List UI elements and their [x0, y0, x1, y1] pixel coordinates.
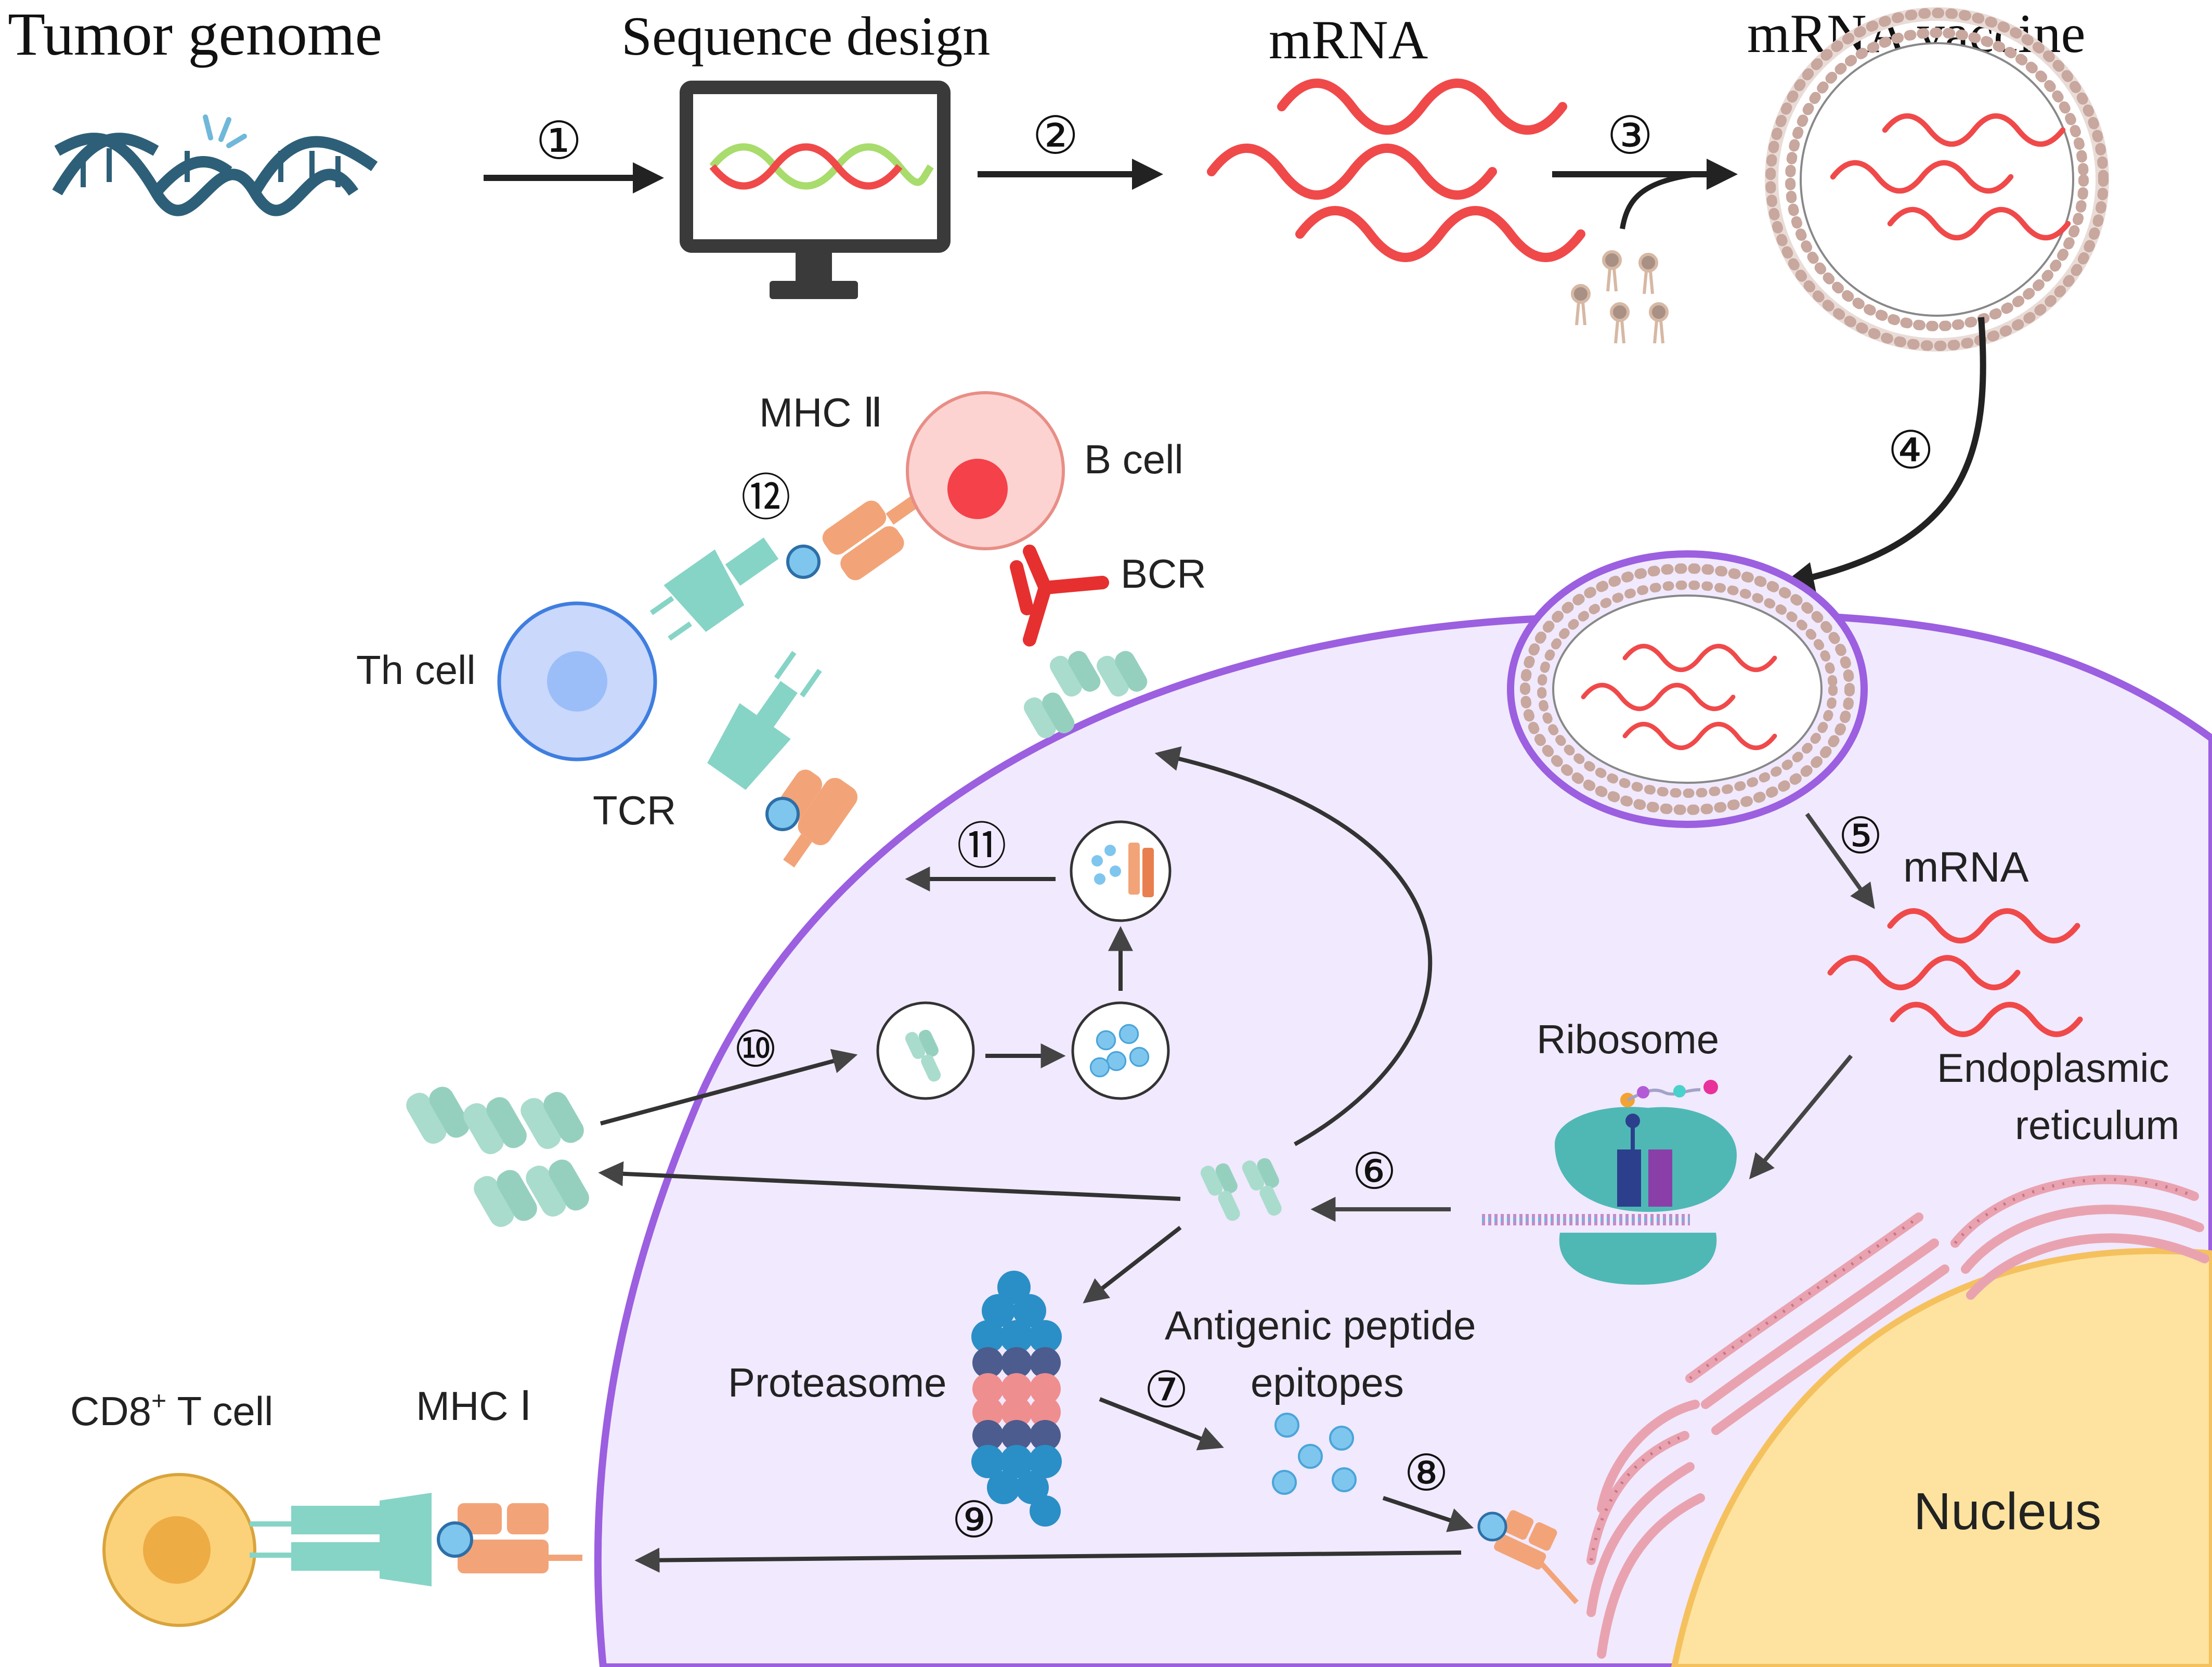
peptide-label-line2: epitopes: [1251, 1360, 1404, 1405]
bcr-label: BCR: [1121, 551, 1206, 597]
step-12-label: ⑫: [741, 469, 791, 527]
mhc-ii-label: MHC Ⅱ: [759, 390, 883, 435]
lipid-molecule-icon: [1571, 250, 1669, 344]
mhc-i-label: MHC Ⅰ: [416, 1383, 531, 1429]
arrow-step-4: [1782, 317, 1986, 593]
computer-monitor-icon: [680, 81, 951, 299]
dna-helix-icon: [52, 114, 378, 216]
step-11-label: ⑪: [957, 817, 1007, 875]
step-2-label: ②: [1032, 105, 1079, 166]
th-cell: [497, 601, 657, 761]
proteasome-icon: [971, 1271, 1062, 1527]
cd8-tcr: [250, 1493, 432, 1586]
stage-title-sequence-design: Sequence design: [621, 6, 990, 67]
er-label-line1: Endoplasmic: [1937, 1045, 2169, 1091]
er-label-line2: reticulum: [2015, 1102, 2179, 1148]
nucleus-label: Nucleus: [1914, 1482, 2101, 1541]
cd8-label-sup: +: [151, 1386, 166, 1415]
er-peptide: [1477, 1511, 1507, 1542]
arrow-step-5: [1805, 812, 1875, 909]
cd8-t-cell-label: CD8+ T cell: [70, 1386, 273, 1434]
t-cell-receptor-icon: [707, 651, 822, 790]
er-mhc-i: [1494, 1510, 1579, 1605]
step-4-label: ④: [1888, 420, 1934, 481]
stage-title-tumor-genome: Tumor genome: [8, 0, 382, 68]
ribosome-label: Ribosome: [1537, 1016, 1719, 1062]
stage-title-mrna: mRNA: [1269, 9, 1428, 70]
nucleus: [1671, 1248, 2212, 1667]
b-cell-label: B cell: [1084, 436, 1183, 482]
step-7-label: ⑦: [1144, 1361, 1189, 1419]
cd8-label-tail: T cell: [166, 1388, 273, 1434]
endosome-lnp: [1507, 550, 1868, 828]
th-tcr-upper: [649, 537, 779, 641]
peptide-epitope-icon: [765, 797, 800, 831]
peptide-label-line1: Antigenic peptide: [1165, 1302, 1476, 1348]
arrow-step-7: [1099, 1397, 1224, 1451]
surface-mhc-i: [458, 1503, 582, 1573]
cd8-t-cell: [102, 1473, 256, 1627]
th-cell-label: Th cell: [356, 647, 476, 693]
arrow-step-3-lipid-merge: [1620, 172, 1696, 229]
b-cell-mhc-ii: [822, 495, 919, 580]
b-cell: [906, 391, 1065, 550]
lipid-nanoparticle-icon: [1765, 7, 2109, 352]
step-10-label: ⑩: [733, 1020, 778, 1078]
tcr-label: TCR: [593, 787, 676, 833]
arrow-mrna-to-ribosome: [1749, 1054, 1853, 1180]
step-8-label: ⑧: [1404, 1444, 1449, 1502]
mrna-cytoplasm-label: mRNA: [1903, 844, 2029, 891]
proteasome-label: Proteasome: [728, 1360, 947, 1405]
ribosome-icon: [1482, 1080, 1737, 1285]
arrow-antigen-release: [598, 1161, 1181, 1201]
step-5-label: ⑤: [1838, 807, 1883, 865]
step-1-label: ①: [536, 110, 582, 171]
endoplasmic-reticulum-icon: [1586, 1174, 2209, 1659]
arrow-antigen-secretion: [1154, 746, 1433, 1146]
step-3-label: ③: [1607, 105, 1654, 166]
arrow-to-proteasome: [1083, 1225, 1182, 1303]
arrow-step-10: [600, 1049, 858, 1126]
arrow-step-9: [634, 1547, 1462, 1573]
endosome-mhc-ii-loading: [1070, 820, 1172, 922]
endosome-peptides: [1071, 1001, 1170, 1100]
arrow-step-8: [1382, 1496, 1474, 1532]
step-9-label: ⑨: [952, 1491, 996, 1549]
mrna-strands: [1212, 83, 1581, 257]
step-6-label: ⑥: [1352, 1142, 1397, 1200]
cd8-label-main: CD8: [70, 1388, 151, 1434]
extracellular-antigens: [402, 1082, 593, 1232]
b-cell-receptor-icon: [1010, 545, 1109, 647]
b-cell-peptide: [786, 545, 821, 579]
mhc-i-peptide: [437, 1521, 473, 1558]
endosome-antigen: [876, 1001, 975, 1100]
